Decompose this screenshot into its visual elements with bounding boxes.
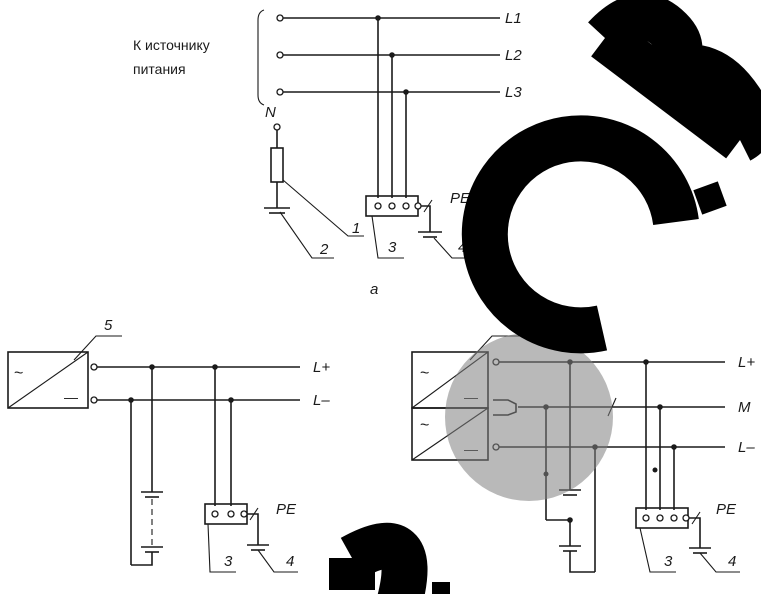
callout-line-1 xyxy=(282,179,364,237)
label-l1: L1 xyxy=(505,10,522,27)
switch-right-device xyxy=(652,467,658,473)
device-terminal-bl2 xyxy=(227,510,235,518)
pe-terminal-a xyxy=(414,202,422,210)
watermark-letter-d xyxy=(329,522,428,594)
pe-terminal-br xyxy=(682,514,690,522)
watermark-dot-1 xyxy=(693,181,727,215)
callout-line-3-right xyxy=(639,527,676,573)
pe-mark-bl xyxy=(249,507,259,521)
phase-terminal-l1 xyxy=(276,14,284,22)
callout-4: 4 xyxy=(458,239,466,256)
dc-terminal-left-plus xyxy=(90,363,98,371)
watermark-logo xyxy=(329,0,761,594)
diagram-b-left: ~ — L+ L– PE 5 3 xyxy=(7,317,330,573)
device-terminal-a1 xyxy=(374,202,382,210)
watermark-circle xyxy=(445,333,613,501)
callout-line-4-left xyxy=(257,549,298,573)
source-bracket xyxy=(257,9,265,106)
device-terminal-br2 xyxy=(656,514,664,522)
device-terminal-bl1 xyxy=(211,510,219,518)
junction-right-device-minus xyxy=(671,444,677,450)
dc-label-right-plus: L+ xyxy=(738,354,755,371)
dc-source-left-diagonal xyxy=(7,351,89,409)
neutral-resistor xyxy=(270,147,284,183)
junction-l2 xyxy=(389,52,395,58)
pe-mark-a xyxy=(423,199,433,213)
source-label-line1: К источнику xyxy=(133,37,210,53)
dc-label-left-minus: L– xyxy=(313,392,330,409)
ground-loop-left xyxy=(131,552,153,566)
dc-label-left-plus: L+ xyxy=(313,359,330,376)
junction-right-device-m xyxy=(657,404,663,410)
pe-terminal-bl xyxy=(240,510,248,518)
device-terminal-br1 xyxy=(642,514,650,522)
device-terminal-br3 xyxy=(670,514,678,522)
callout-5-left: 5 xyxy=(104,317,113,334)
junction-left-minus xyxy=(128,397,134,403)
callout-4-left: 4 xyxy=(286,553,294,570)
phase-terminal-l2 xyxy=(276,51,284,59)
watermark-dot-2 xyxy=(432,582,450,594)
ac-symbol-left: ~ xyxy=(14,365,23,382)
callout-line-3 xyxy=(371,215,404,259)
dc-label-right-minus: L– xyxy=(738,439,755,456)
device-terminal-a3 xyxy=(402,202,410,210)
pe-conductor-bl xyxy=(247,513,259,545)
dc-symbol-left: — xyxy=(64,389,78,405)
pe-label-br: PE xyxy=(716,501,737,518)
pe-conductor-br xyxy=(689,517,701,548)
callout-3-left: 3 xyxy=(224,553,233,570)
neutral-label: N xyxy=(265,104,276,121)
callout-2: 2 xyxy=(319,241,329,258)
ground-link-right xyxy=(546,519,571,546)
pe-label-bl: PE xyxy=(276,501,297,518)
watermark-letter-c xyxy=(461,115,699,354)
watermark-letter-b xyxy=(588,0,761,161)
junction-left-device-minus xyxy=(228,397,234,403)
junction-right-device-plus xyxy=(643,359,649,365)
label-l3: L3 xyxy=(505,84,522,101)
callout-3: 3 xyxy=(388,239,397,256)
sublabel-a: а xyxy=(370,281,378,298)
dc-label-right-m: M xyxy=(738,399,751,416)
callout-4-right: 4 xyxy=(728,553,736,570)
callout-1: 1 xyxy=(352,220,360,237)
label-l2: L2 xyxy=(505,47,522,64)
ac-symbol-right-bottom: ~ xyxy=(420,417,429,434)
ac-symbol-right-top: ~ xyxy=(420,365,429,382)
junction-right-ground xyxy=(567,517,573,523)
ground-loop-right xyxy=(569,551,595,573)
pe-mark-br xyxy=(691,511,701,525)
pe-label-a: PE xyxy=(450,190,471,207)
callout-line-3-left xyxy=(207,523,236,573)
callout-3-right: 3 xyxy=(664,553,673,570)
callout-line-2 xyxy=(279,211,334,259)
diagram-a: К источнику питания L1 L2 L3 PE N xyxy=(133,9,522,298)
dc-source-left xyxy=(7,351,89,409)
neutral-terminal xyxy=(273,123,281,131)
junction-left-plus xyxy=(149,364,155,370)
dc-terminal-left-minus xyxy=(90,396,98,404)
callout-line-4-right xyxy=(699,552,740,573)
pe-conductor-a xyxy=(421,205,431,232)
phase-terminal-l3 xyxy=(276,88,284,96)
callout-line-5-left xyxy=(73,335,122,361)
junction-left-device-plus xyxy=(212,364,218,370)
junction-l3 xyxy=(403,89,409,95)
device-terminal-a2 xyxy=(388,202,396,210)
source-label-line2: питания xyxy=(133,61,186,77)
junction-l1 xyxy=(375,15,381,21)
